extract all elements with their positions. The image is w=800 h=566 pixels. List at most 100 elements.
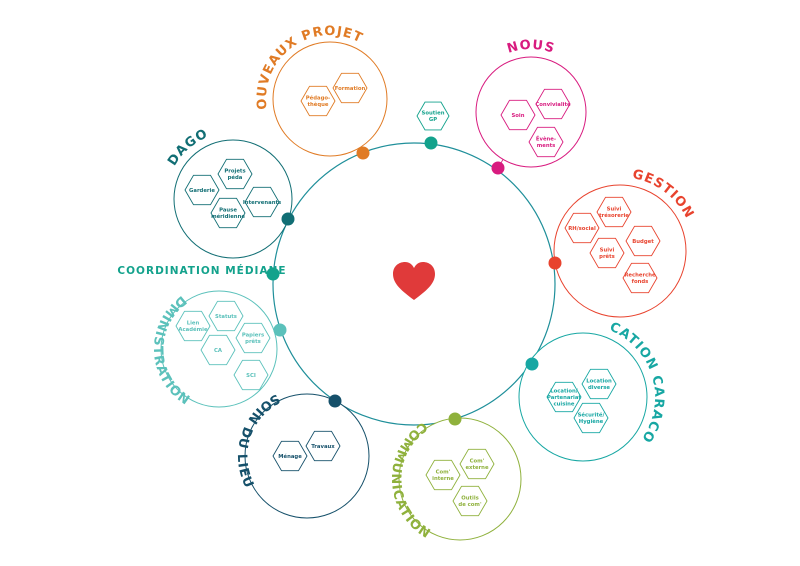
hexagon-label: Formation [335,86,366,92]
hexagon-shape [300,85,336,117]
hexagon-shape [452,485,488,517]
hexagon-shape [244,186,280,218]
hexagon-shape [184,174,220,206]
ring-node [525,357,539,371]
hexagon-label: Recherche [624,273,656,279]
hexagon-label: Soin [511,113,524,119]
hexagon-shape [564,212,600,244]
ring-node [281,212,295,226]
hexagon-pedago-theque: Pédago-thèque [300,85,336,117]
hexagon-formation: Formation [332,72,368,104]
hexagon-statuts: Statuts [208,300,244,332]
hexagon-label: Convivialité [535,101,571,108]
hexagon-label: Ménage [278,453,302,460]
hexagon-label: trésorerie [599,212,629,219]
hexagon-label: Location [586,379,612,385]
ring-node [548,256,562,270]
hexagon-label: Pédago- [306,95,330,102]
hexagon-label: Suivi [600,248,615,254]
hexagon-shape [416,101,450,131]
hexagon-label: Intervenants [243,200,281,206]
hexagon-shape [175,310,211,342]
hexagon-shape [581,368,617,400]
group-title: PÉDAGOGIE [0,0,210,169]
hexagon-label: Partenariat [547,395,581,401]
ring-node [266,267,280,281]
hexagon-shape [625,225,661,257]
hexagon-com-externe: Com'externe [459,448,495,480]
hexagon-label: Pause [219,208,237,214]
group-title-text: COORDINATION MÉDIANE [117,264,286,277]
hexagon-ca: CA [200,334,236,366]
group-pedagogie: GarderieProjetspédaPauseméridienneInterv… [0,0,295,259]
hexagon-shape [546,381,582,413]
hexagon-label: ments [537,143,556,149]
hexagon-shape [459,448,495,480]
hexagon-sci: SCI [233,359,269,391]
group-coordination-mediane: COORDINATION MÉDIANE [117,264,286,281]
hexagon-shape [573,402,609,434]
hexagon-label: péda [228,174,243,181]
hexagon-shape [305,430,341,462]
ring-node [328,394,342,408]
hexagon-label: Com' [436,470,451,476]
hexagon-evene-ments: Évène-ments [528,126,564,158]
hexagon-label: Statuts [215,314,237,320]
hexagon-label: Projets [224,169,245,175]
hexagon-label: Hygiène [579,418,604,425]
hexagon-shape [235,322,271,354]
hexagon-shape [500,99,536,131]
ring-node [424,136,438,150]
hexagon-label: Soutien [422,111,445,117]
hexagon-shape [425,459,461,491]
hexagon-label: Lien [187,321,200,327]
hexagon-shape [210,197,246,229]
hexagon-label: CA [214,348,223,354]
hexagon-label: Académie [178,326,208,333]
hexagon-convivialite: Convivialité [535,88,571,120]
hexagon-label: Outils [461,496,479,502]
hexagon-label: Papiers [242,333,264,339]
hexagon-label: de com' [458,502,482,508]
hexagon-securite-hygiene: Sécurité/Hygiène [573,402,609,434]
hexagon-rh-social: RH/social [564,212,600,244]
hexagon-label: diverse [588,385,610,391]
hexagon-shape [217,158,253,190]
hexagon-soin: Soin [500,99,536,131]
group-gestion: RH/socialSuivitrésorerieSuiviprêtsBudget… [548,167,696,318]
hexagon-shape [200,334,236,366]
hexagon-garderie: Garderie [184,174,220,206]
hexagon-com-interne: Com'interne [425,459,461,491]
hexagon-intervenants: Intervenants [243,186,281,218]
hexagon-label: Com' [470,459,485,465]
group-title: ADMINISTRATION [0,0,192,409]
hexagon-shape [535,88,571,120]
hexagon-shape [208,300,244,332]
hexagon-label: interne [432,476,454,482]
hexagon-label: cuisine [553,402,574,408]
group-title-path: PÉDAGOGIE [0,0,210,169]
hexagon-label: fonds [632,279,649,285]
group-title: NOUS [506,38,557,57]
ring-node [491,161,505,175]
group-title-text: NOUS [506,38,557,57]
hexagon-label: méridienne [211,213,245,220]
hexagon-label: Travaux [311,444,335,450]
hexagon-label: thèque [307,101,328,108]
ring-node [273,323,287,337]
hexagon-shape [622,262,658,294]
group-circle [518,332,648,462]
groups-layer: Pédago-thèqueFormationNOUVEAUX PROJETSSo… [0,0,696,542]
main-ring [272,142,556,426]
